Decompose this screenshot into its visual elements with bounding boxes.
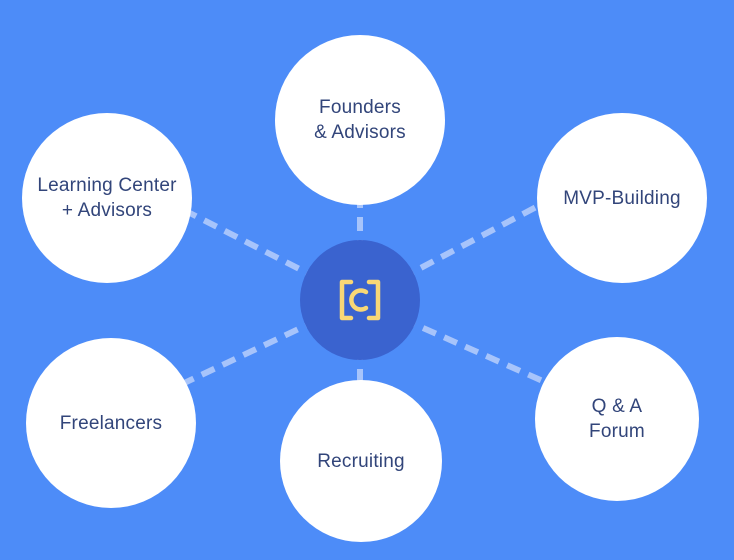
node-mvp-line1: MVP-Building: [563, 187, 681, 209]
node-learning-center: Learning Center + Advisors: [22, 113, 192, 283]
node-qa-line1: Q & A: [591, 396, 643, 417]
node-founders-advisors: Founders & Advisors: [275, 35, 445, 205]
bracket-c-logo-icon: [339, 279, 381, 321]
node-founders-line2: & Advisors: [314, 122, 406, 143]
node-learning-line1: Learning Center: [37, 175, 177, 196]
node-qa-line2: Forum: [589, 421, 645, 442]
node-freelancers: Freelancers: [26, 338, 196, 508]
node-recruiting: Recruiting: [280, 380, 442, 542]
node-founders-line1: Founders: [319, 97, 401, 118]
node-recruiting-line1: Recruiting: [317, 450, 405, 472]
node-mvp-building: MVP-Building: [537, 113, 707, 283]
node-freelancers-line1: Freelancers: [59, 412, 163, 434]
node-learning-line2: + Advisors: [61, 200, 153, 221]
node-qa-forum: Q & A Forum: [535, 337, 699, 501]
hub-circle: [300, 240, 420, 360]
